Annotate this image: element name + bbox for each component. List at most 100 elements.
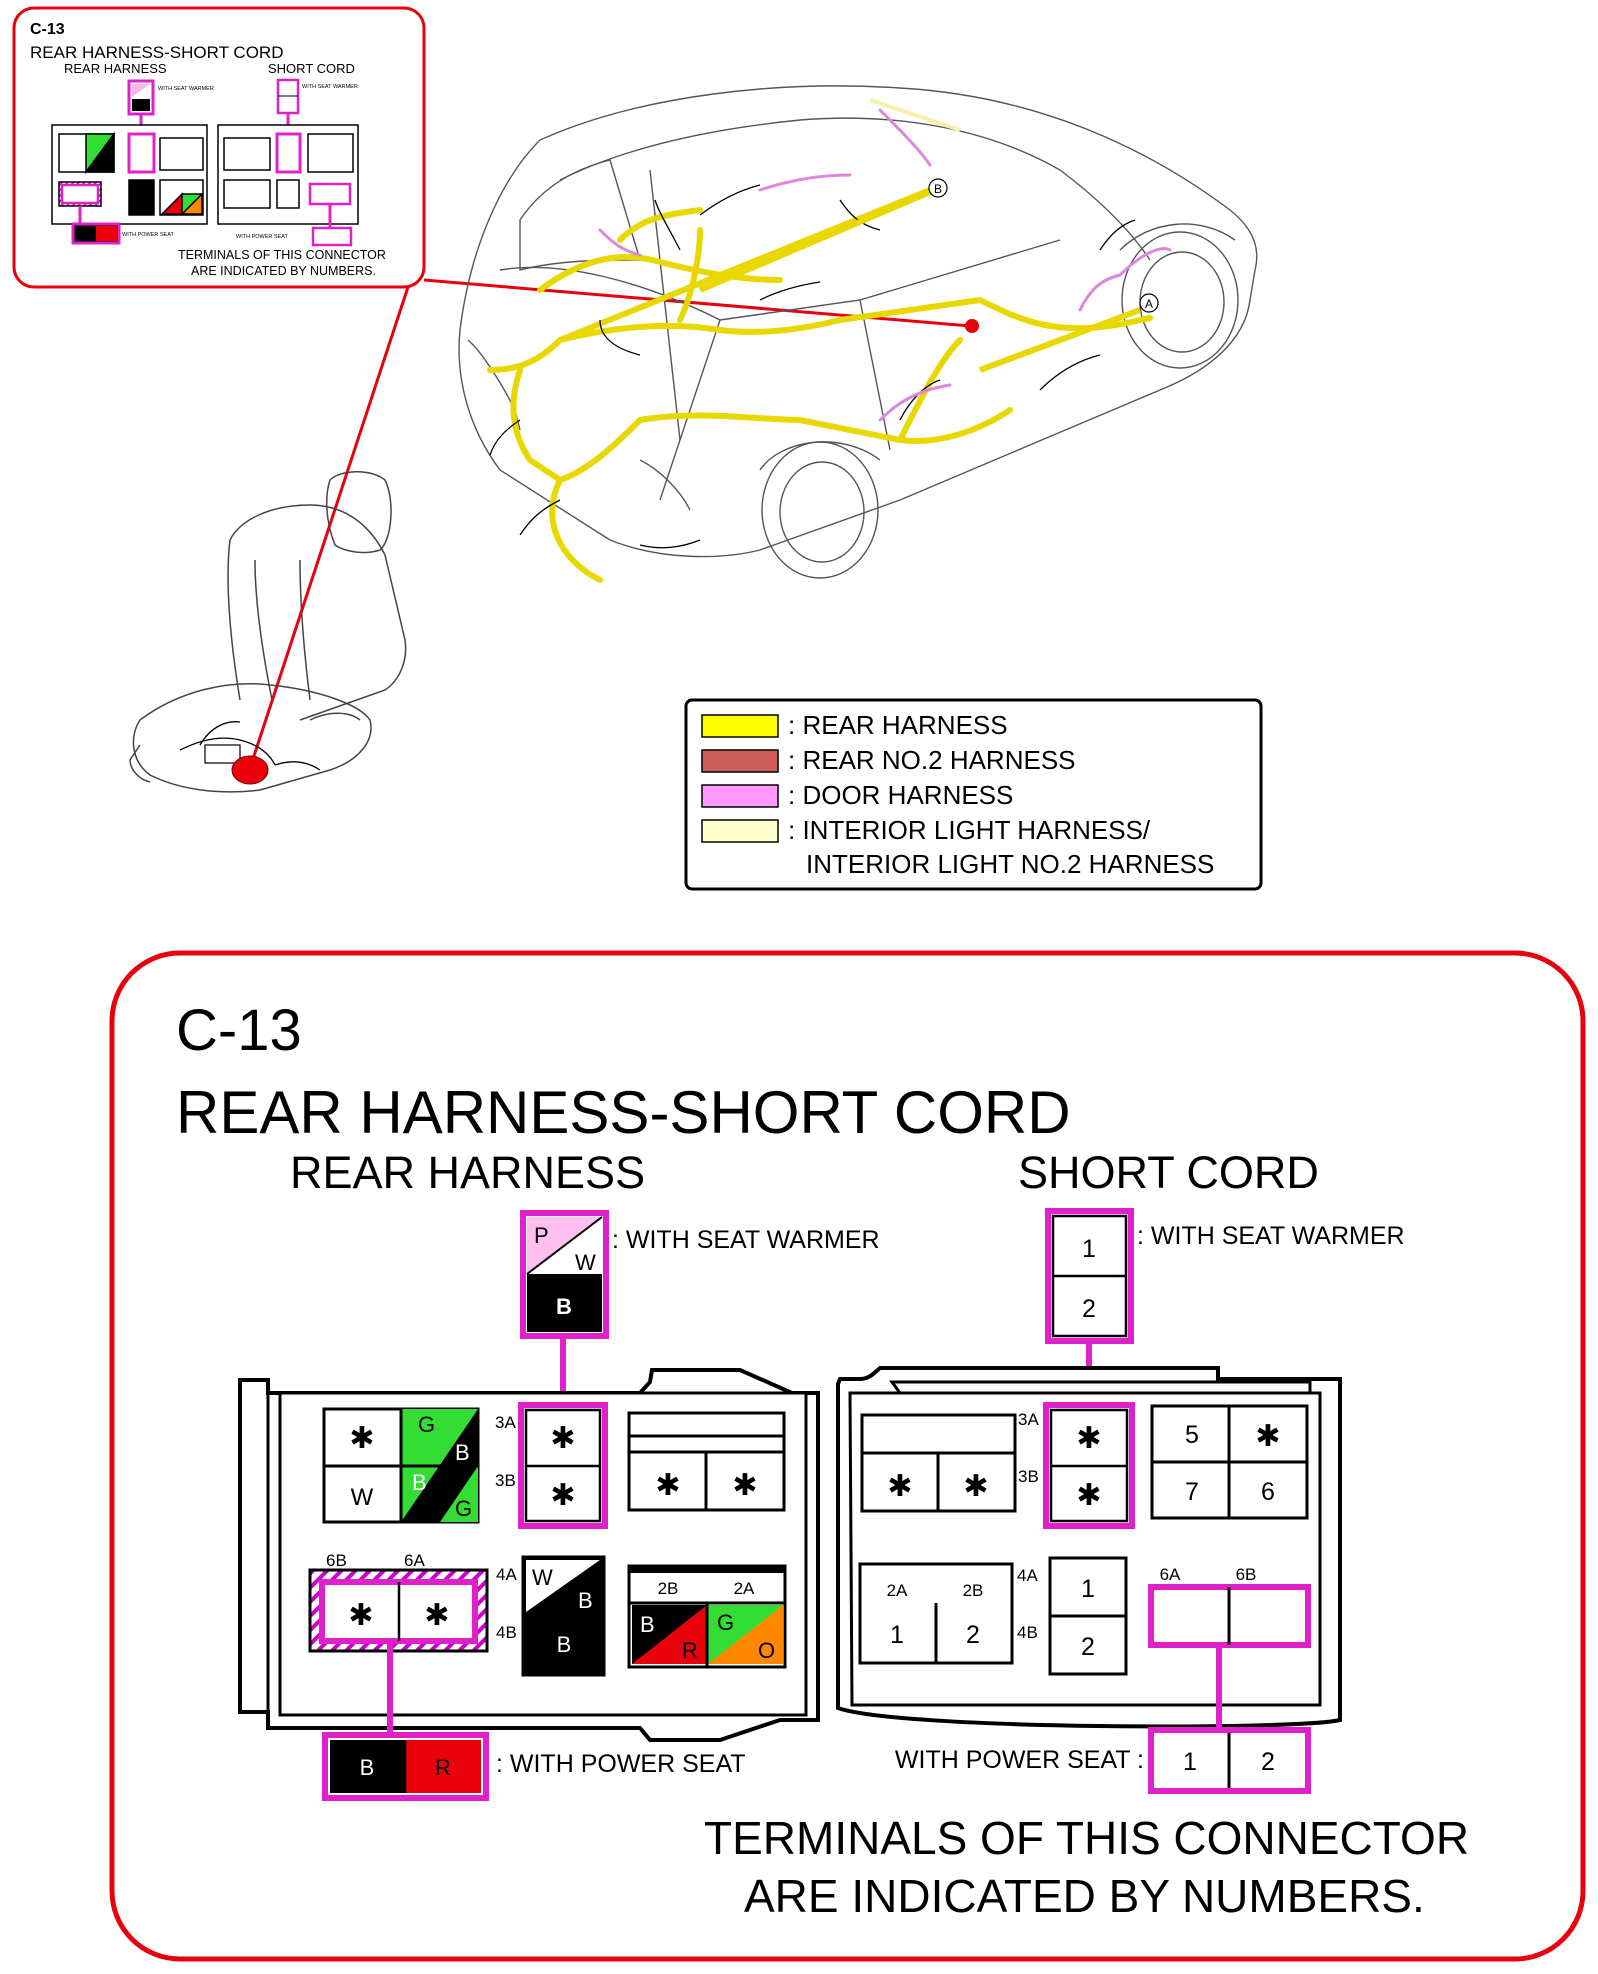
svg-text:4A: 4A (1017, 1566, 1038, 1585)
interior-light-harness (869, 98, 961, 132)
svg-text:✱: ✱ (655, 1469, 680, 1502)
thumbnail-power-seat-connector (71, 222, 121, 245)
rear-power-seat-connector: B R (322, 1732, 489, 1801)
thumbnail-short-cord-heading: SHORT CORD (268, 61, 355, 76)
detail-code: C-13 (176, 998, 302, 1063)
thumbnail-seat-warmer-note: WITH SEAT WARMER (158, 86, 214, 92)
svg-text:✱: ✱ (1076, 1422, 1101, 1455)
svg-text:✱: ✱ (732, 1469, 757, 1502)
thumbnail-power-seat-note: WITH POWER SEAT (122, 232, 174, 238)
svg-text:4B: 4B (1017, 1623, 1038, 1642)
svg-text:6A: 6A (404, 1551, 425, 1570)
thumbnail-code: C-13 (30, 21, 65, 38)
seat-wiring (179, 721, 321, 771)
svg-text:B: B (360, 1755, 375, 1780)
leader-line-vehicle (423, 278, 971, 328)
svg-text:2: 2 (1261, 1748, 1275, 1776)
legend-label: : REAR HARNESS (788, 710, 1008, 740)
harness-legend: : REAR HARNESS: REAR NO.2 HARNESS: DOOR … (684, 698, 1263, 891)
rear-power-seat-note: : WITH POWER SEAT (496, 1750, 746, 1778)
rear-harness-branches (489, 184, 1136, 549)
thumbnail-short-cord-connector (217, 124, 359, 228)
rear-block1-tl: ✱ (349, 1422, 374, 1455)
thumbnail-short-cord-power (311, 226, 353, 247)
rear-harness-connector: P W B : WITH SEAT WARMER ✱ G B W B G 3A … (238, 1210, 880, 1801)
svg-text:B: B (578, 1588, 593, 1613)
short-block-3ab: 3A 3B ✱ ✱ (1018, 1402, 1135, 1529)
svg-text:5: 5 (1185, 1421, 1199, 1449)
svg-text:2A: 2A (734, 1579, 755, 1598)
svg-text:1: 1 (1081, 1575, 1095, 1603)
svg-text:✱: ✱ (963, 1470, 988, 1503)
short-block-right: 5 ✱ 7 6 (1150, 1404, 1309, 1520)
footnote-line-2: ARE INDICATED BY NUMBERS. (744, 1870, 1425, 1922)
short-block-2ab: 2A 2B 1 2 (858, 1562, 1014, 1665)
svg-text:6: 6 (1261, 1478, 1275, 1506)
short-block-6ab: 6A 6B (1148, 1565, 1311, 1730)
svg-text:1: 1 (1183, 1748, 1197, 1776)
seat-connector-c13 (231, 755, 269, 785)
svg-text:4A: 4A (496, 1565, 517, 1584)
svg-text:3A: 3A (1018, 1410, 1039, 1429)
rear-block-4ab: 4A 4B W B B (496, 1555, 606, 1677)
rear-block1-b-bottom: B (412, 1470, 427, 1495)
short-seat-warmer-note: : WITH SEAT WARMER (1137, 1222, 1405, 1250)
legend-swatch (701, 819, 779, 843)
svg-text:2: 2 (966, 1621, 980, 1649)
door-harness-routing (598, 108, 1172, 422)
rear-block-3ab: 3A 3B ✱ ✱ (495, 1402, 608, 1529)
svg-text:B: B (934, 182, 942, 196)
svg-text:2: 2 (1081, 1633, 1095, 1661)
thumbnail-short-cord-power-note: WITH POWER SEAT (236, 234, 288, 240)
harness-line-a (978, 307, 1142, 373)
thumbnail-footnote-1: TERMINALS OF THIS CONNECTOR (178, 248, 386, 262)
legend-label: : DOOR HARNESS (788, 780, 1013, 810)
svg-text:6B: 6B (1236, 1565, 1257, 1584)
svg-text:3B: 3B (495, 1471, 516, 1490)
connector-c13-marker (965, 319, 979, 333)
svg-text:✱: ✱ (424, 1599, 449, 1632)
svg-text:4B: 4B (496, 1623, 517, 1642)
svg-text:2B: 2B (963, 1581, 984, 1600)
rear-3b-cell: ✱ (550, 1479, 575, 1512)
rear-block-1: ✱ G B W B G (322, 1407, 480, 1524)
svg-text:R: R (435, 1755, 451, 1780)
rear-seat-warmer-b: B (556, 1294, 572, 1319)
footnote-line-1: TERMINALS OF THIS CONNECTOR (704, 1812, 1469, 1864)
svg-text:1: 1 (1082, 1235, 1096, 1263)
svg-text:✱: ✱ (348, 1599, 373, 1632)
svg-text:A: A (1145, 297, 1153, 311)
thumbnail-rear-connector (51, 124, 208, 226)
rear-harness-routing (487, 187, 1153, 583)
svg-text:3A: 3A (495, 1413, 516, 1432)
locator-a: A (1139, 293, 1159, 313)
rear-block1-w: W (351, 1484, 374, 1511)
svg-text:2A: 2A (887, 1581, 908, 1600)
rear-block1-g-bottom: G (455, 1496, 472, 1521)
svg-text:✱: ✱ (1255, 1420, 1280, 1453)
svg-text:R: R (682, 1638, 698, 1663)
thumbnail-callout: C-13 REAR HARNESS-SHORT CORD REAR HARNES… (12, 6, 426, 289)
svg-text:2B: 2B (658, 1579, 679, 1598)
svg-text:✱: ✱ (887, 1470, 912, 1503)
svg-text:W: W (532, 1565, 553, 1590)
short-cord-connector: 1 2 : WITH SEAT WARMER ✱ ✱ 3A 3B ✱ ✱ (836, 1208, 1405, 1794)
svg-text:3B: 3B (1018, 1467, 1039, 1486)
rear-block-right: ✱ ✱ (627, 1411, 786, 1512)
short-seat-warmer-connector: 1 2 (1045, 1208, 1134, 1405)
rear-block1-b-top: B (455, 1440, 470, 1465)
thumbnail-short-cord-warmer-note: WITH SEAT WARMER (302, 84, 358, 90)
svg-text:O: O (758, 1638, 775, 1663)
short-cord-heading: SHORT CORD (1018, 1147, 1319, 1198)
thumbnail-rear-harness-heading: REAR HARNESS (64, 61, 167, 76)
svg-text:6A: 6A (1160, 1565, 1181, 1584)
svg-text:✱: ✱ (1076, 1479, 1101, 1512)
rear-seat-warmer-connector: P W B (520, 1210, 609, 1405)
legend-label-continued: INTERIOR LIGHT NO.2 HARNESS (806, 849, 1214, 879)
svg-text:G: G (717, 1610, 734, 1635)
rear-seat-warmer-note: : WITH SEAT WARMER (612, 1226, 880, 1254)
rear-harness-heading: REAR HARNESS (290, 1147, 645, 1198)
short-power-seat-connector: 1 2 (1148, 1727, 1311, 1794)
harness-line-b (698, 189, 932, 293)
svg-text:2: 2 (1082, 1295, 1096, 1323)
